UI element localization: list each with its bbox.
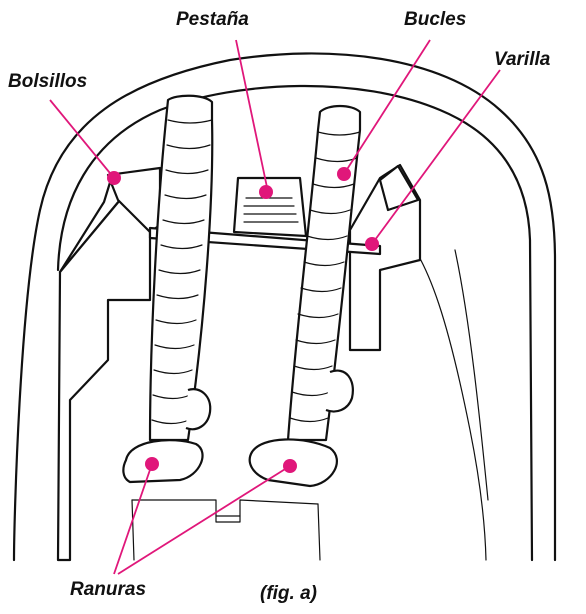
varilla-marker-dot	[365, 237, 379, 251]
label-pestana: Pestaña	[176, 10, 249, 29]
ranuras-right-marker-dot	[283, 459, 297, 473]
seat-side-line	[455, 250, 488, 500]
label-ranuras: Ranuras	[70, 580, 146, 599]
label-bolsillos: Bolsillos	[8, 72, 87, 91]
left-bolster-bump	[186, 389, 210, 429]
bucles-marker-dot	[337, 167, 351, 181]
varilla-leader-line	[372, 70, 500, 244]
right-bolster-bump	[326, 371, 353, 412]
label-bucles: Bucles	[404, 10, 466, 29]
ranuras-left-marker-dot	[145, 457, 159, 471]
left-slot	[123, 440, 202, 482]
label-varilla: Varilla	[494, 50, 550, 69]
pestana-leader-line	[236, 40, 268, 192]
bolsillos-marker-dot	[107, 171, 121, 185]
seat-base	[132, 500, 320, 560]
seat-side-panel	[400, 230, 486, 560]
bolsillos-leader-line	[50, 100, 114, 178]
pestana-marker-dot	[259, 185, 273, 199]
figure-caption: (fig. a)	[260, 584, 317, 603]
left-loop-strap	[150, 96, 212, 440]
seat-back-inner-contour	[58, 86, 532, 560]
